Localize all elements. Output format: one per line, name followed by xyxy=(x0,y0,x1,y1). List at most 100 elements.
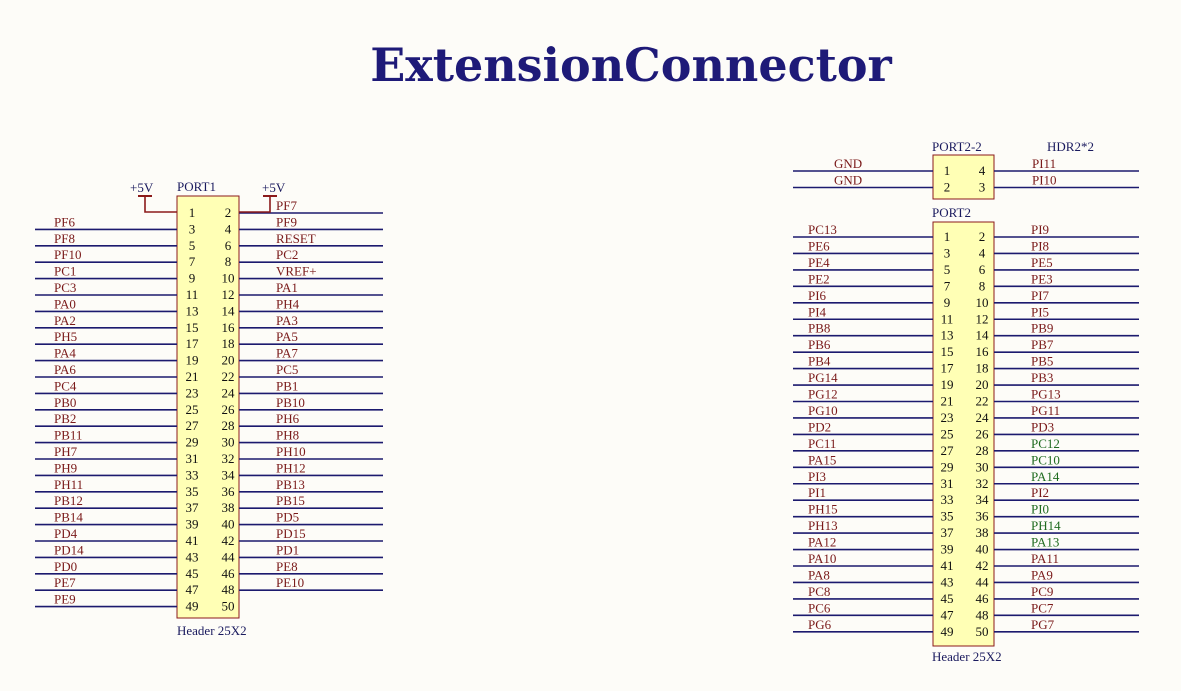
port1-body xyxy=(176,195,240,619)
net-label: PH5 xyxy=(54,329,77,344)
net-label: PB7 xyxy=(1031,337,1054,352)
port1-power-right: +5V xyxy=(262,180,286,195)
pin-number: 46 xyxy=(976,591,990,606)
pin-number: 16 xyxy=(976,344,990,359)
pin-number: 39 xyxy=(186,517,199,532)
pin-number: 48 xyxy=(222,582,235,597)
net-label: PI6 xyxy=(808,288,827,303)
net-label: PA13 xyxy=(1031,535,1059,550)
pin-number: 23 xyxy=(186,385,199,400)
pin-number: 15 xyxy=(941,344,954,359)
pin-number: 3 xyxy=(944,245,951,260)
net-label: PE5 xyxy=(1031,255,1053,270)
net-label: PD14 xyxy=(54,542,84,557)
net-label: PG12 xyxy=(808,387,838,402)
pin-number: 29 xyxy=(186,435,199,450)
pin-number: 49 xyxy=(186,599,199,614)
net-label: PH9 xyxy=(54,460,77,475)
net-label: PH4 xyxy=(276,296,300,311)
pin-number: 29 xyxy=(941,459,954,474)
pin-number: 42 xyxy=(222,533,235,548)
net-label: PC10 xyxy=(1031,452,1060,467)
net-label: PA14 xyxy=(1031,469,1060,484)
net-label: PC6 xyxy=(808,600,831,615)
pin-number: 31 xyxy=(186,451,199,466)
sheet-title: ExtensionConnector xyxy=(370,38,892,92)
net-label: PE10 xyxy=(276,575,304,590)
pin-number: 26 xyxy=(976,426,990,441)
net-label: PE4 xyxy=(808,255,830,270)
net-label: PC7 xyxy=(1031,600,1054,615)
net-label: PF6 xyxy=(54,214,75,229)
pin-number: 18 xyxy=(222,336,235,351)
pin-number: 2 xyxy=(979,229,986,244)
net-label: RESET xyxy=(276,231,316,246)
net-label: PC8 xyxy=(808,584,830,599)
net-label: PD5 xyxy=(276,510,299,525)
pin-number: 41 xyxy=(186,533,199,548)
pin-number: 34 xyxy=(976,492,990,507)
net-label: PC3 xyxy=(54,280,76,295)
net-label: PE7 xyxy=(54,575,76,590)
net-label: PG14 xyxy=(808,370,838,385)
port1-footprint: Header 25X2 xyxy=(177,623,247,638)
pin-number: 9 xyxy=(189,271,196,286)
pin-number: 8 xyxy=(225,254,232,269)
pin-number: 11 xyxy=(186,287,199,302)
net-label: PB11 xyxy=(54,428,82,443)
net-label: PI4 xyxy=(808,304,827,319)
net-label: PH6 xyxy=(276,411,300,426)
pin-number: 3 xyxy=(979,180,986,195)
net-label: PF8 xyxy=(54,231,75,246)
pin-number: 17 xyxy=(941,361,955,376)
net-label: PA1 xyxy=(276,280,298,295)
net-label: PB12 xyxy=(54,493,83,508)
net-label: PG6 xyxy=(808,617,832,632)
pin-number: 25 xyxy=(941,426,954,441)
net-label: PB0 xyxy=(54,395,76,410)
pin-number: 49 xyxy=(941,624,954,639)
pin-number: 19 xyxy=(186,353,199,368)
net-label: GND xyxy=(834,156,862,171)
pin-number: 37 xyxy=(186,500,200,515)
net-label: PD2 xyxy=(808,419,831,434)
net-label: PH10 xyxy=(276,444,306,459)
pin-number: 4 xyxy=(979,163,986,178)
net-label: PH14 xyxy=(1031,518,1061,533)
net-label: PI8 xyxy=(1031,238,1049,253)
net-label: PH13 xyxy=(808,518,838,533)
power-wire-left xyxy=(144,196,177,213)
pin-number: 20 xyxy=(222,353,235,368)
net-label: PI0 xyxy=(1031,502,1049,517)
pin-number: 5 xyxy=(189,238,196,253)
net-label: PF7 xyxy=(276,198,297,213)
pin-number: 39 xyxy=(941,542,954,557)
net-label: PA5 xyxy=(276,329,298,344)
net-label: PC5 xyxy=(276,362,298,377)
pin-number: 17 xyxy=(186,336,200,351)
net-label: PG13 xyxy=(1031,387,1061,402)
pin-number: 1 xyxy=(944,229,951,244)
pin-number: 35 xyxy=(941,509,954,524)
pin-number: 50 xyxy=(976,624,989,639)
pin-number: 28 xyxy=(222,418,235,433)
net-label: PI5 xyxy=(1031,304,1049,319)
net-label: PE9 xyxy=(54,592,76,607)
pin-number: 43 xyxy=(941,574,954,589)
net-label: PE6 xyxy=(808,238,830,253)
net-label: PF10 xyxy=(54,247,81,262)
power-wire-right xyxy=(239,196,271,213)
net-label: PD4 xyxy=(54,526,78,541)
net-label: PC13 xyxy=(808,222,837,237)
net-label: PB6 xyxy=(808,337,831,352)
net-label: PB13 xyxy=(276,477,305,492)
net-label: PC11 xyxy=(808,436,836,451)
net-label: PI9 xyxy=(1031,222,1049,237)
pin-number: 7 xyxy=(944,278,951,293)
pin-number: 2 xyxy=(225,205,232,220)
net-label: PA6 xyxy=(54,362,76,377)
net-label: PE8 xyxy=(276,559,298,574)
pin-number: 9 xyxy=(944,295,951,310)
pin-number: 46 xyxy=(222,566,236,581)
